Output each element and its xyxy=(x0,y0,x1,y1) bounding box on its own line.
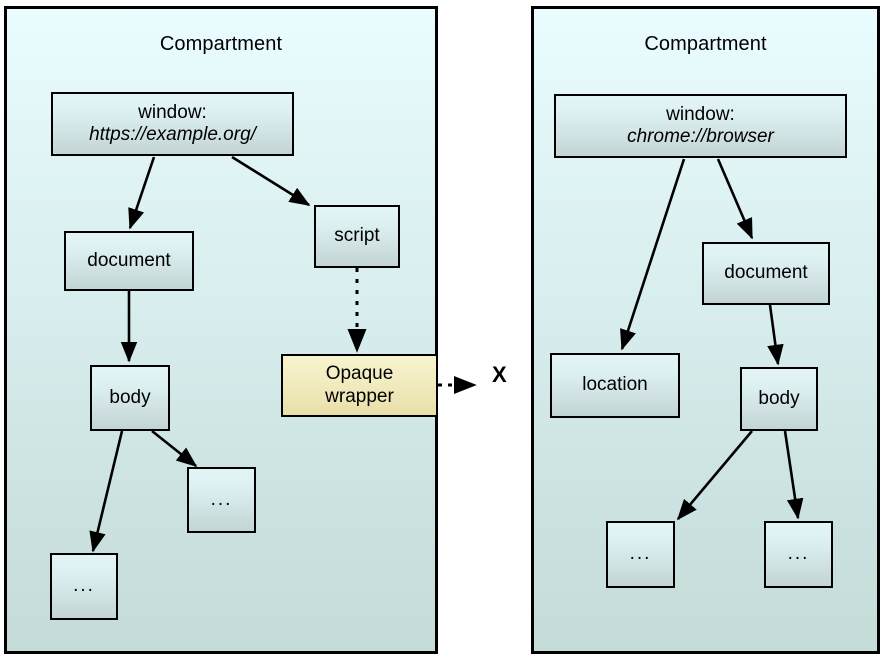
node-location-label: location xyxy=(582,374,648,396)
node-document-right[interactable]: document xyxy=(702,242,830,305)
node-body-left-label: body xyxy=(109,386,151,408)
node-ellipsis-left-upper[interactable]: ... xyxy=(187,467,256,533)
node-script-label: script xyxy=(334,225,380,247)
node-ellipsis-right-lower-left[interactable]: ... xyxy=(606,521,675,588)
compartment-right-title: Compartment xyxy=(644,33,767,55)
node-location[interactable]: location xyxy=(550,353,680,418)
node-window-example-org[interactable]: window: https://example.org/ xyxy=(51,92,294,156)
node-window-chrome-browser-line2: chrome://browser xyxy=(627,126,774,147)
node-ellipsis-right-lower-right[interactable]: ... xyxy=(764,521,833,588)
node-body-left[interactable]: body xyxy=(90,365,170,431)
node-window-chrome-browser[interactable]: window: chrome://browser xyxy=(554,94,847,158)
node-ellipsis-left-lower[interactable]: ... xyxy=(50,553,118,620)
node-document-right-label: document xyxy=(724,262,808,284)
node-ellipsis-right-lower-right-label: ... xyxy=(787,543,810,565)
node-window-example-org-line1: window: xyxy=(138,101,207,123)
node-script[interactable]: script xyxy=(314,205,400,268)
node-body-right-label: body xyxy=(758,387,800,409)
node-opaque-wrapper-line1: Opaque xyxy=(325,363,394,385)
compartment-left-title: Compartment xyxy=(159,33,283,55)
node-ellipsis-right-lower-left-label: ... xyxy=(629,543,652,565)
node-window-example-org-line2: https://example.org/ xyxy=(89,124,256,145)
node-opaque-wrapper-line2: wrapper xyxy=(325,385,394,407)
node-ellipsis-left-upper-label: ... xyxy=(210,488,233,510)
blocked-access-x-marker: X xyxy=(492,362,507,387)
node-document-left-label: document xyxy=(87,249,171,271)
node-window-chrome-browser-line1: window: xyxy=(666,103,735,125)
node-ellipsis-left-lower-label: ... xyxy=(73,575,95,597)
node-document-left[interactable]: document xyxy=(64,231,194,291)
node-body-right[interactable]: body xyxy=(740,367,818,431)
node-opaque-wrapper[interactable]: Opaque wrapper xyxy=(281,354,438,417)
